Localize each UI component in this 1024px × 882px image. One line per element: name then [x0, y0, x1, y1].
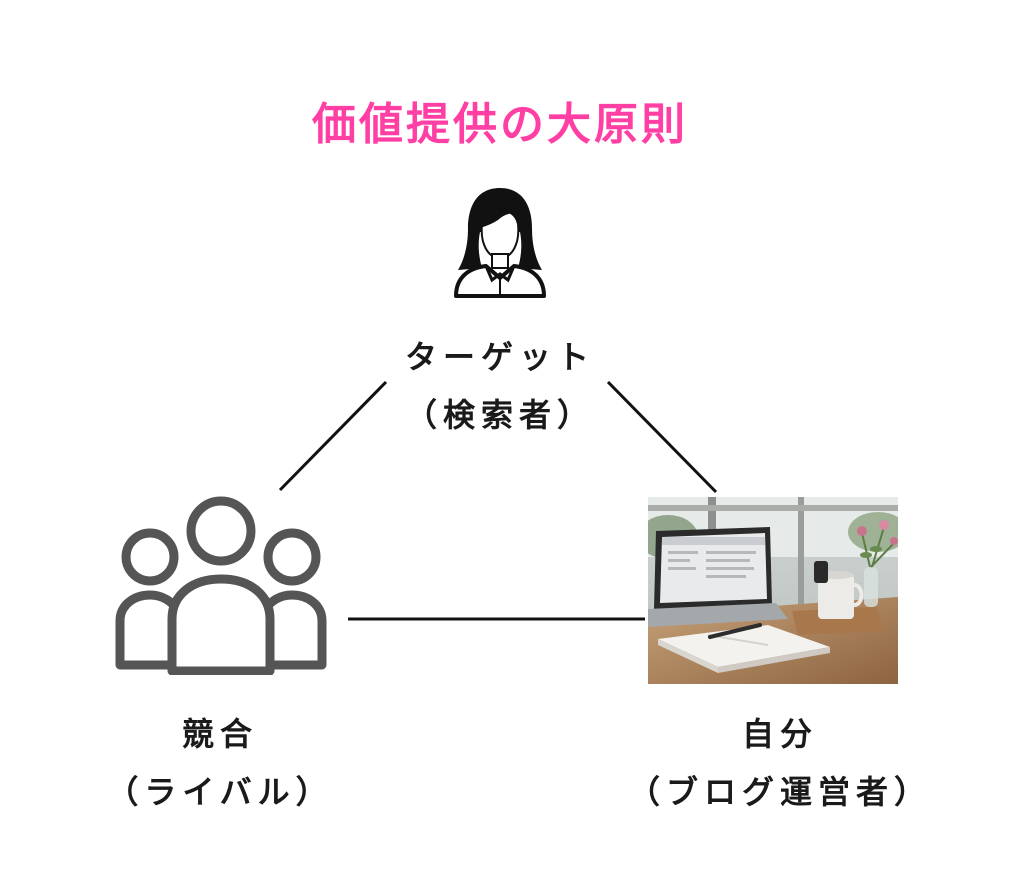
target-label: ターゲット — [404, 338, 595, 376]
line-target-self — [606, 380, 718, 494]
self-label-block: 自分 （ブログ運営者） — [600, 705, 960, 821]
self-label: 自分 — [741, 715, 818, 753]
line-target-rival — [278, 380, 388, 492]
woman-user-icon — [454, 188, 546, 298]
rival-sub-label: （ライバル） — [106, 773, 334, 811]
laptop-desk-photo — [648, 497, 898, 684]
group-icon — [115, 496, 327, 675]
target-sub-label: （検索者） — [404, 396, 595, 434]
self-sub-label: （ブログ運営者） — [627, 773, 932, 811]
diagram-title: 価値提供の大原則 — [312, 99, 688, 150]
rival-label: 競合 — [181, 715, 258, 753]
rival-label-block: 競合 （ライバル） — [70, 705, 370, 821]
target-label-block: ターゲット （検索者） — [340, 328, 660, 444]
